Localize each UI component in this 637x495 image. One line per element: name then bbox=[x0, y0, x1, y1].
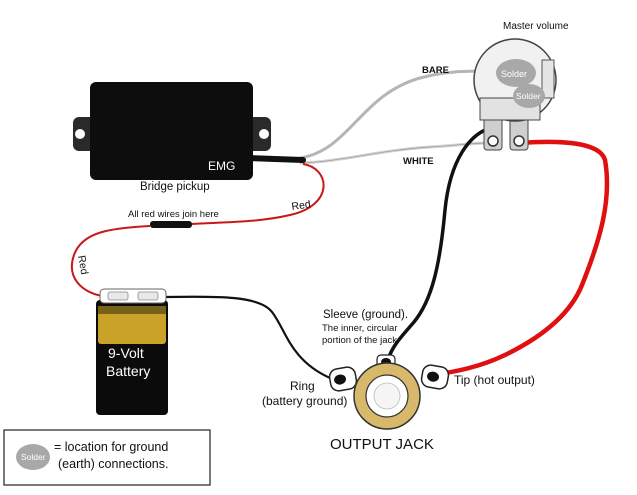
red-label-top: Red bbox=[291, 198, 312, 213]
ring-label-line1: Ring bbox=[290, 379, 315, 393]
white-label: WHITE bbox=[403, 156, 434, 167]
pickup-cable bbox=[245, 155, 306, 163]
sleeve-label-line3: portion of the jack bbox=[322, 335, 397, 346]
all-red-join-label: All red wires join here bbox=[128, 209, 219, 220]
bare-label: BARE bbox=[422, 65, 449, 76]
red-wire-join-sleeve bbox=[150, 221, 192, 228]
output-jack-label: OUTPUT JACK bbox=[330, 436, 434, 453]
black-wire-sleeve bbox=[386, 125, 495, 361]
red-label-left: Red bbox=[75, 254, 90, 275]
red-wire-tip bbox=[431, 139, 610, 378]
red-wire-pickup bbox=[191, 163, 325, 225]
master-volume-label: Master volume bbox=[503, 21, 569, 32]
output-jack bbox=[328, 354, 450, 430]
solder-point-bottom: Solder bbox=[513, 84, 545, 108]
legend-solder-label: Solder bbox=[21, 452, 46, 462]
black-wire-battery-ring bbox=[165, 295, 331, 380]
tip-label: Tip (hot output) bbox=[454, 373, 535, 387]
legend-box: Solder = location for ground (earth) con… bbox=[3, 429, 211, 486]
battery: 9-Volt Battery bbox=[96, 288, 168, 415]
battery-label-line1: 9-Volt bbox=[108, 345, 144, 361]
svg-text:Solder: Solder bbox=[501, 69, 527, 79]
sleeve-label-line2: The inner, circular bbox=[322, 323, 398, 334]
emg-pickup: EMG bbox=[73, 82, 271, 180]
legend-line1: = location for ground bbox=[54, 440, 168, 454]
battery-label-line2: Battery bbox=[106, 363, 150, 379]
red-wire-battery bbox=[71, 225, 151, 297]
solder-point-top: Solder bbox=[496, 59, 536, 87]
legend-line2: (earth) connections. bbox=[58, 457, 168, 471]
bridge-pickup-label: Bridge pickup bbox=[140, 181, 210, 193]
pickup-brand-label: EMG bbox=[208, 159, 235, 173]
sleeve-label-line1: Sleeve (ground). bbox=[323, 309, 408, 321]
svg-text:Solder: Solder bbox=[516, 91, 541, 101]
ring-label-line2: (battery ground) bbox=[262, 394, 347, 408]
